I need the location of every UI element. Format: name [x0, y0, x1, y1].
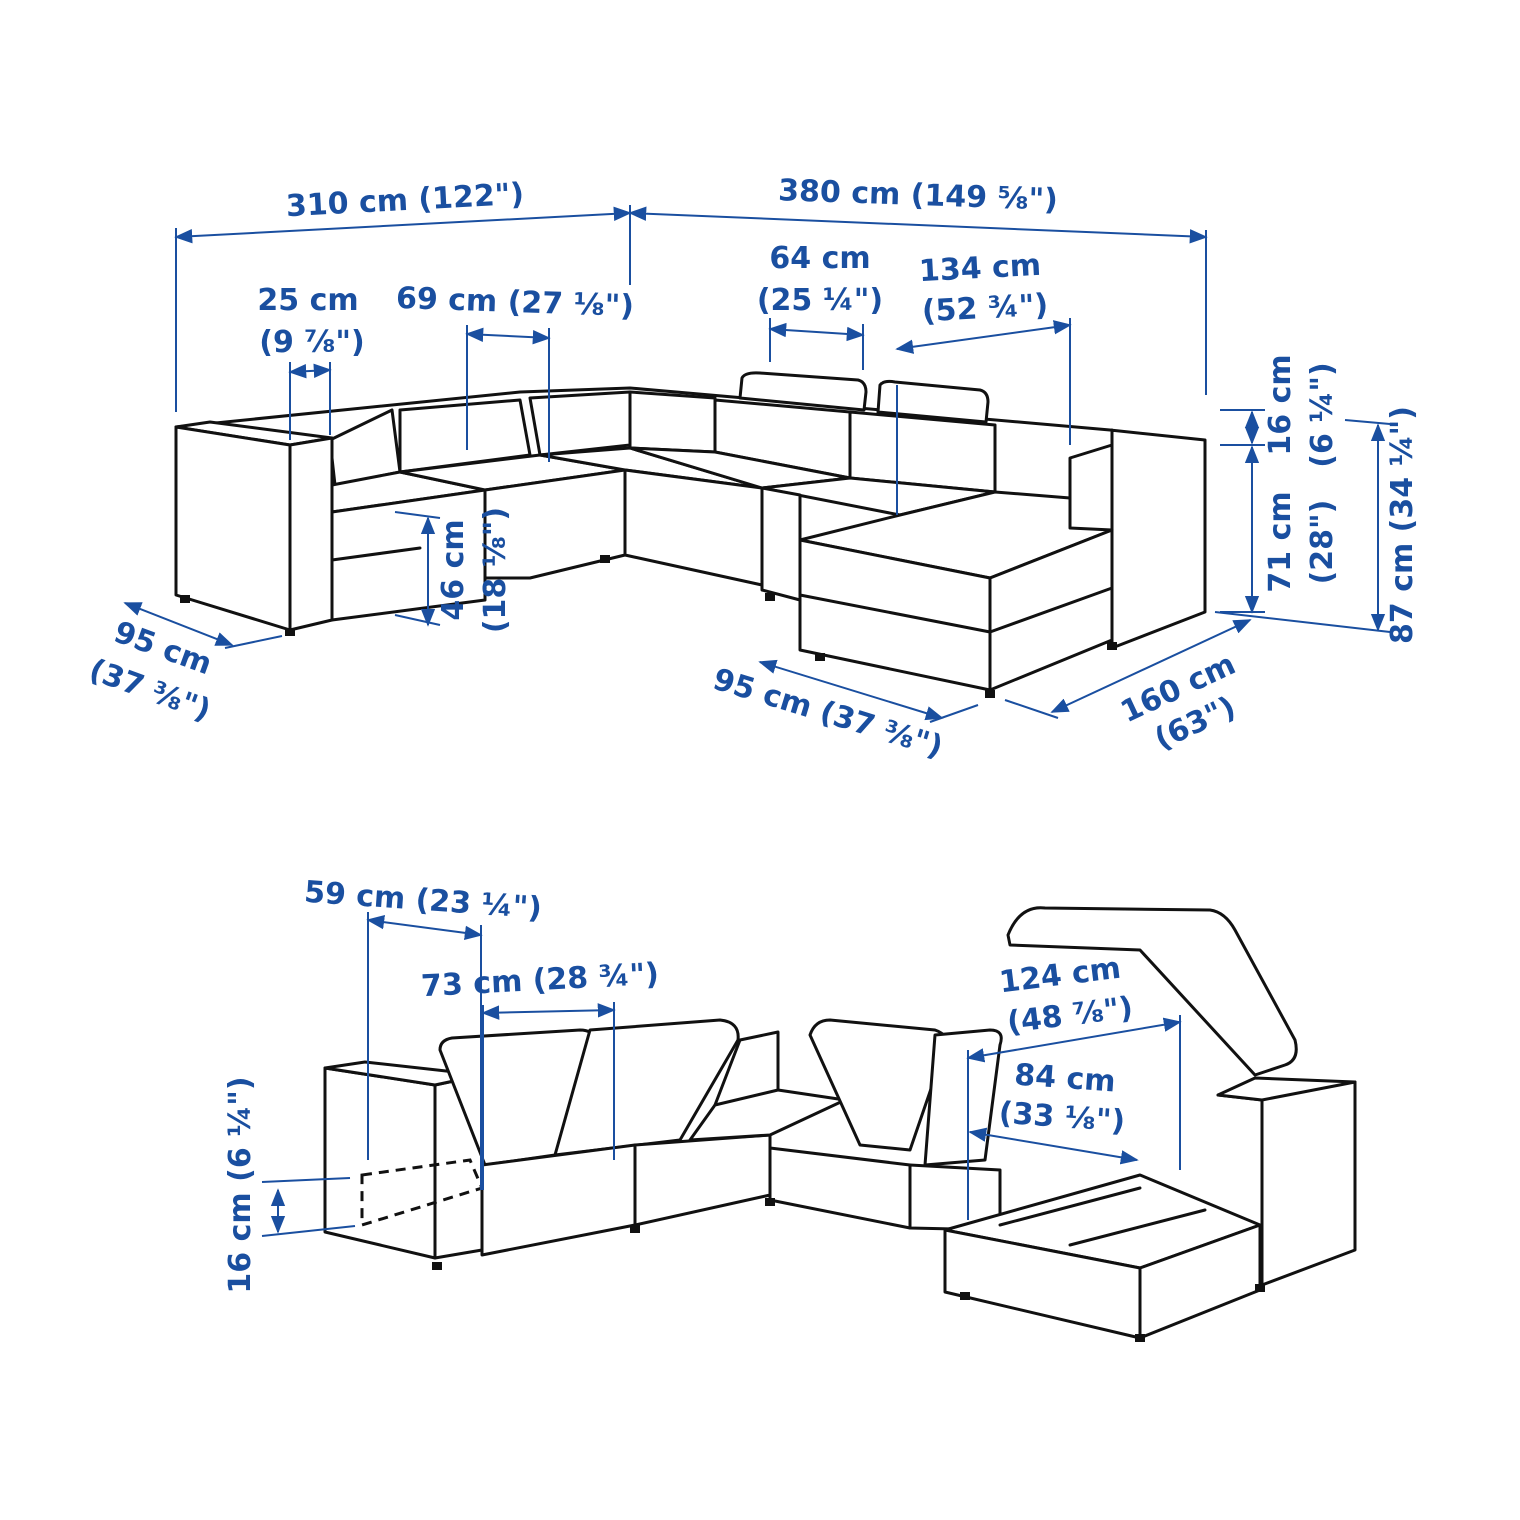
- foot: [1107, 642, 1117, 650]
- armrest-width-cm: 25 cm: [257, 283, 358, 318]
- armrest-width-in: (9 ⅞"): [259, 325, 364, 360]
- back-cushion: [528, 390, 632, 457]
- chaise-width-cm: 134 cm: [918, 248, 1042, 289]
- right-armrest-top: [1216, 1076, 1357, 1102]
- chaise-seam: [988, 586, 1114, 634]
- foot: [600, 555, 610, 563]
- storage-height-label: 16 cm (6 ¼"): [223, 1076, 258, 1293]
- chaise-width-in: (52 ¾"): [921, 288, 1049, 330]
- headrest-width-cm: 64 cm: [769, 241, 870, 276]
- open-seat-lid: [808, 1018, 948, 1152]
- back-cushion: [628, 390, 717, 454]
- headrest: [738, 371, 868, 412]
- storage-box: [633, 1133, 772, 1227]
- seat-front: [623, 468, 764, 587]
- chaise-storage-width-cm: 84 cm: [1013, 1058, 1116, 1100]
- back-height-cm: 71 cm: [1263, 491, 1298, 592]
- top-dimension-lines: [123, 205, 1391, 723]
- headrest-height-cm: 16 cm: [1263, 354, 1298, 455]
- foot: [815, 653, 825, 661]
- foot: [180, 595, 190, 603]
- seat-seam: [330, 546, 422, 562]
- storage-dimension-lines: [261, 912, 1182, 1237]
- divider: [998, 1186, 1142, 1227]
- chaise-seam: [798, 593, 992, 634]
- storage-box: [480, 1143, 637, 1257]
- headrest-width-in: (25 ¼"): [757, 283, 883, 318]
- foot: [765, 1198, 775, 1206]
- seat-width-label: 69 cm (27 ⅛"): [395, 281, 634, 324]
- foot: [985, 690, 995, 698]
- foot: [1255, 1284, 1265, 1292]
- open-seat-lid: [923, 1028, 1003, 1167]
- headrest-height-in: (6 ¼"): [1305, 362, 1340, 467]
- storage-box: [768, 1146, 912, 1230]
- open-seat-lid: [553, 1018, 740, 1157]
- left-armrest-front: [323, 1066, 437, 1260]
- left-armrest-front: [174, 425, 292, 632]
- foot: [432, 1262, 442, 1270]
- foot: [960, 1292, 970, 1300]
- storage-width-label: 73 cm (28 ¾"): [420, 957, 659, 1004]
- chaise-open-lid: [1006, 906, 1298, 1077]
- total-width-left-label: 310 cm (122"): [285, 177, 525, 224]
- left-armrest-side: [288, 436, 334, 632]
- seat-front: [483, 468, 627, 580]
- sofa-storage-drawing: [323, 906, 1357, 1342]
- right-armrest: [1068, 443, 1114, 532]
- chaise-storage-width-in: (33 ⅛"): [998, 1096, 1126, 1140]
- front-depth-label: 95 cm (37 ⅜"): [709, 662, 947, 765]
- seat-height-in: (18 ⅛"): [478, 507, 513, 633]
- total-width-right-label: 380 cm (149 ⅝"): [778, 173, 1059, 218]
- total-height-label: 87 cm (34 ¼"): [1385, 406, 1420, 644]
- divider: [1068, 1208, 1207, 1247]
- corner-seat-top: [688, 1088, 847, 1142]
- back-height-in: (28"): [1305, 500, 1340, 585]
- sofa-assembled-drawing: [174, 371, 1207, 698]
- foot: [765, 593, 775, 601]
- headrest: [876, 379, 990, 424]
- foot: [1135, 1334, 1145, 1342]
- foot: [285, 628, 295, 636]
- storage-depth-label: 59 cm (23 ¼"): [303, 875, 543, 927]
- foot: [630, 1225, 640, 1233]
- seat-height-cm: 46 cm: [436, 519, 471, 620]
- seat-front: [760, 486, 802, 602]
